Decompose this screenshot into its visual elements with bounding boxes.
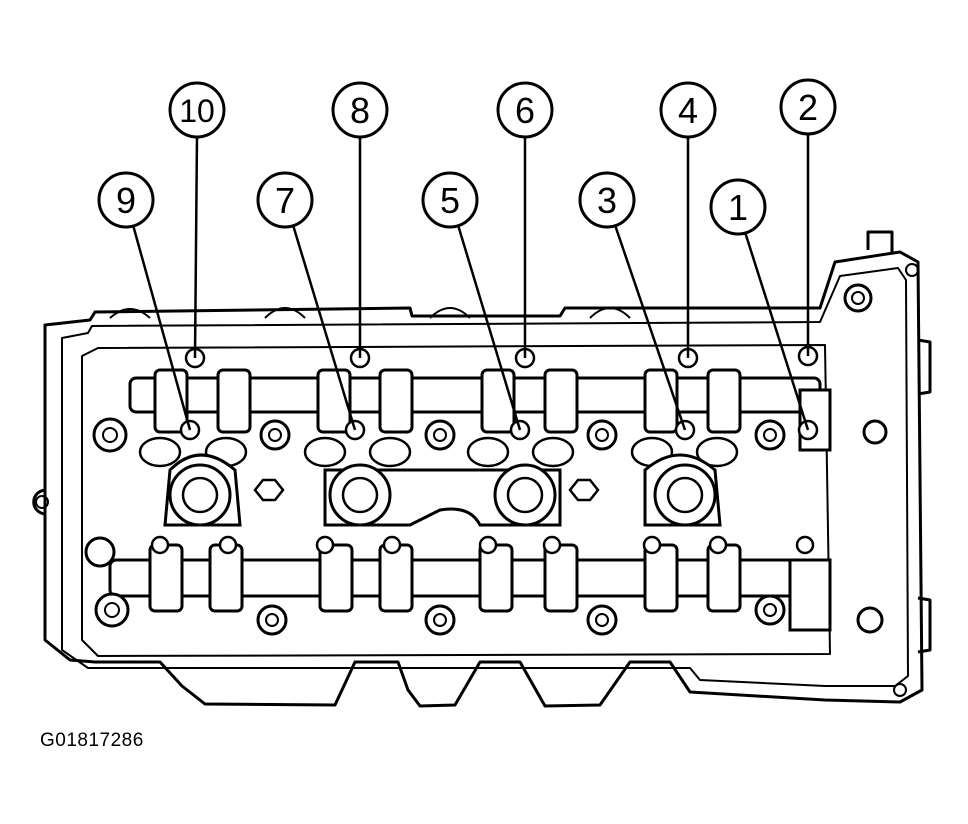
callout-5-label: 5	[440, 180, 460, 221]
callout-1-label: 1	[728, 187, 748, 228]
callout-3-label: 3	[597, 180, 617, 221]
callout-10-label: 10	[179, 93, 215, 129]
spark-plug-bridge	[163, 453, 722, 527]
callout-8: 8	[331, 81, 389, 139]
callout-5: 5	[421, 171, 479, 229]
callout-8-label: 8	[350, 90, 370, 131]
callout-10: 10	[168, 81, 226, 139]
spark-plug-wells	[168, 463, 717, 527]
callout-6-label: 6	[515, 90, 535, 131]
leader-lines	[131, 132, 810, 431]
callout-6: 6	[496, 81, 554, 139]
hex-bolts	[253, 478, 600, 502]
callout-7-label: 7	[275, 180, 295, 221]
callout-2: 2	[779, 78, 837, 136]
callout-9-label: 9	[116, 180, 136, 221]
callout-1: 1	[709, 178, 767, 236]
head-bolts	[92, 283, 888, 636]
valve-springs	[138, 436, 739, 468]
callout-9: 9	[97, 171, 155, 229]
cylinder-head-outline	[32, 230, 932, 708]
figure-id: G01817286	[40, 730, 144, 751]
cam-lobes-upper	[153, 368, 742, 434]
callouts: 1 2 3 4 5 6 7 8	[97, 78, 837, 236]
callout-4: 4	[659, 81, 717, 139]
callout-4-label: 4	[678, 90, 698, 131]
callout-2-label: 2	[798, 87, 818, 128]
callout-3: 3	[578, 171, 636, 229]
callout-7: 7	[256, 171, 314, 229]
